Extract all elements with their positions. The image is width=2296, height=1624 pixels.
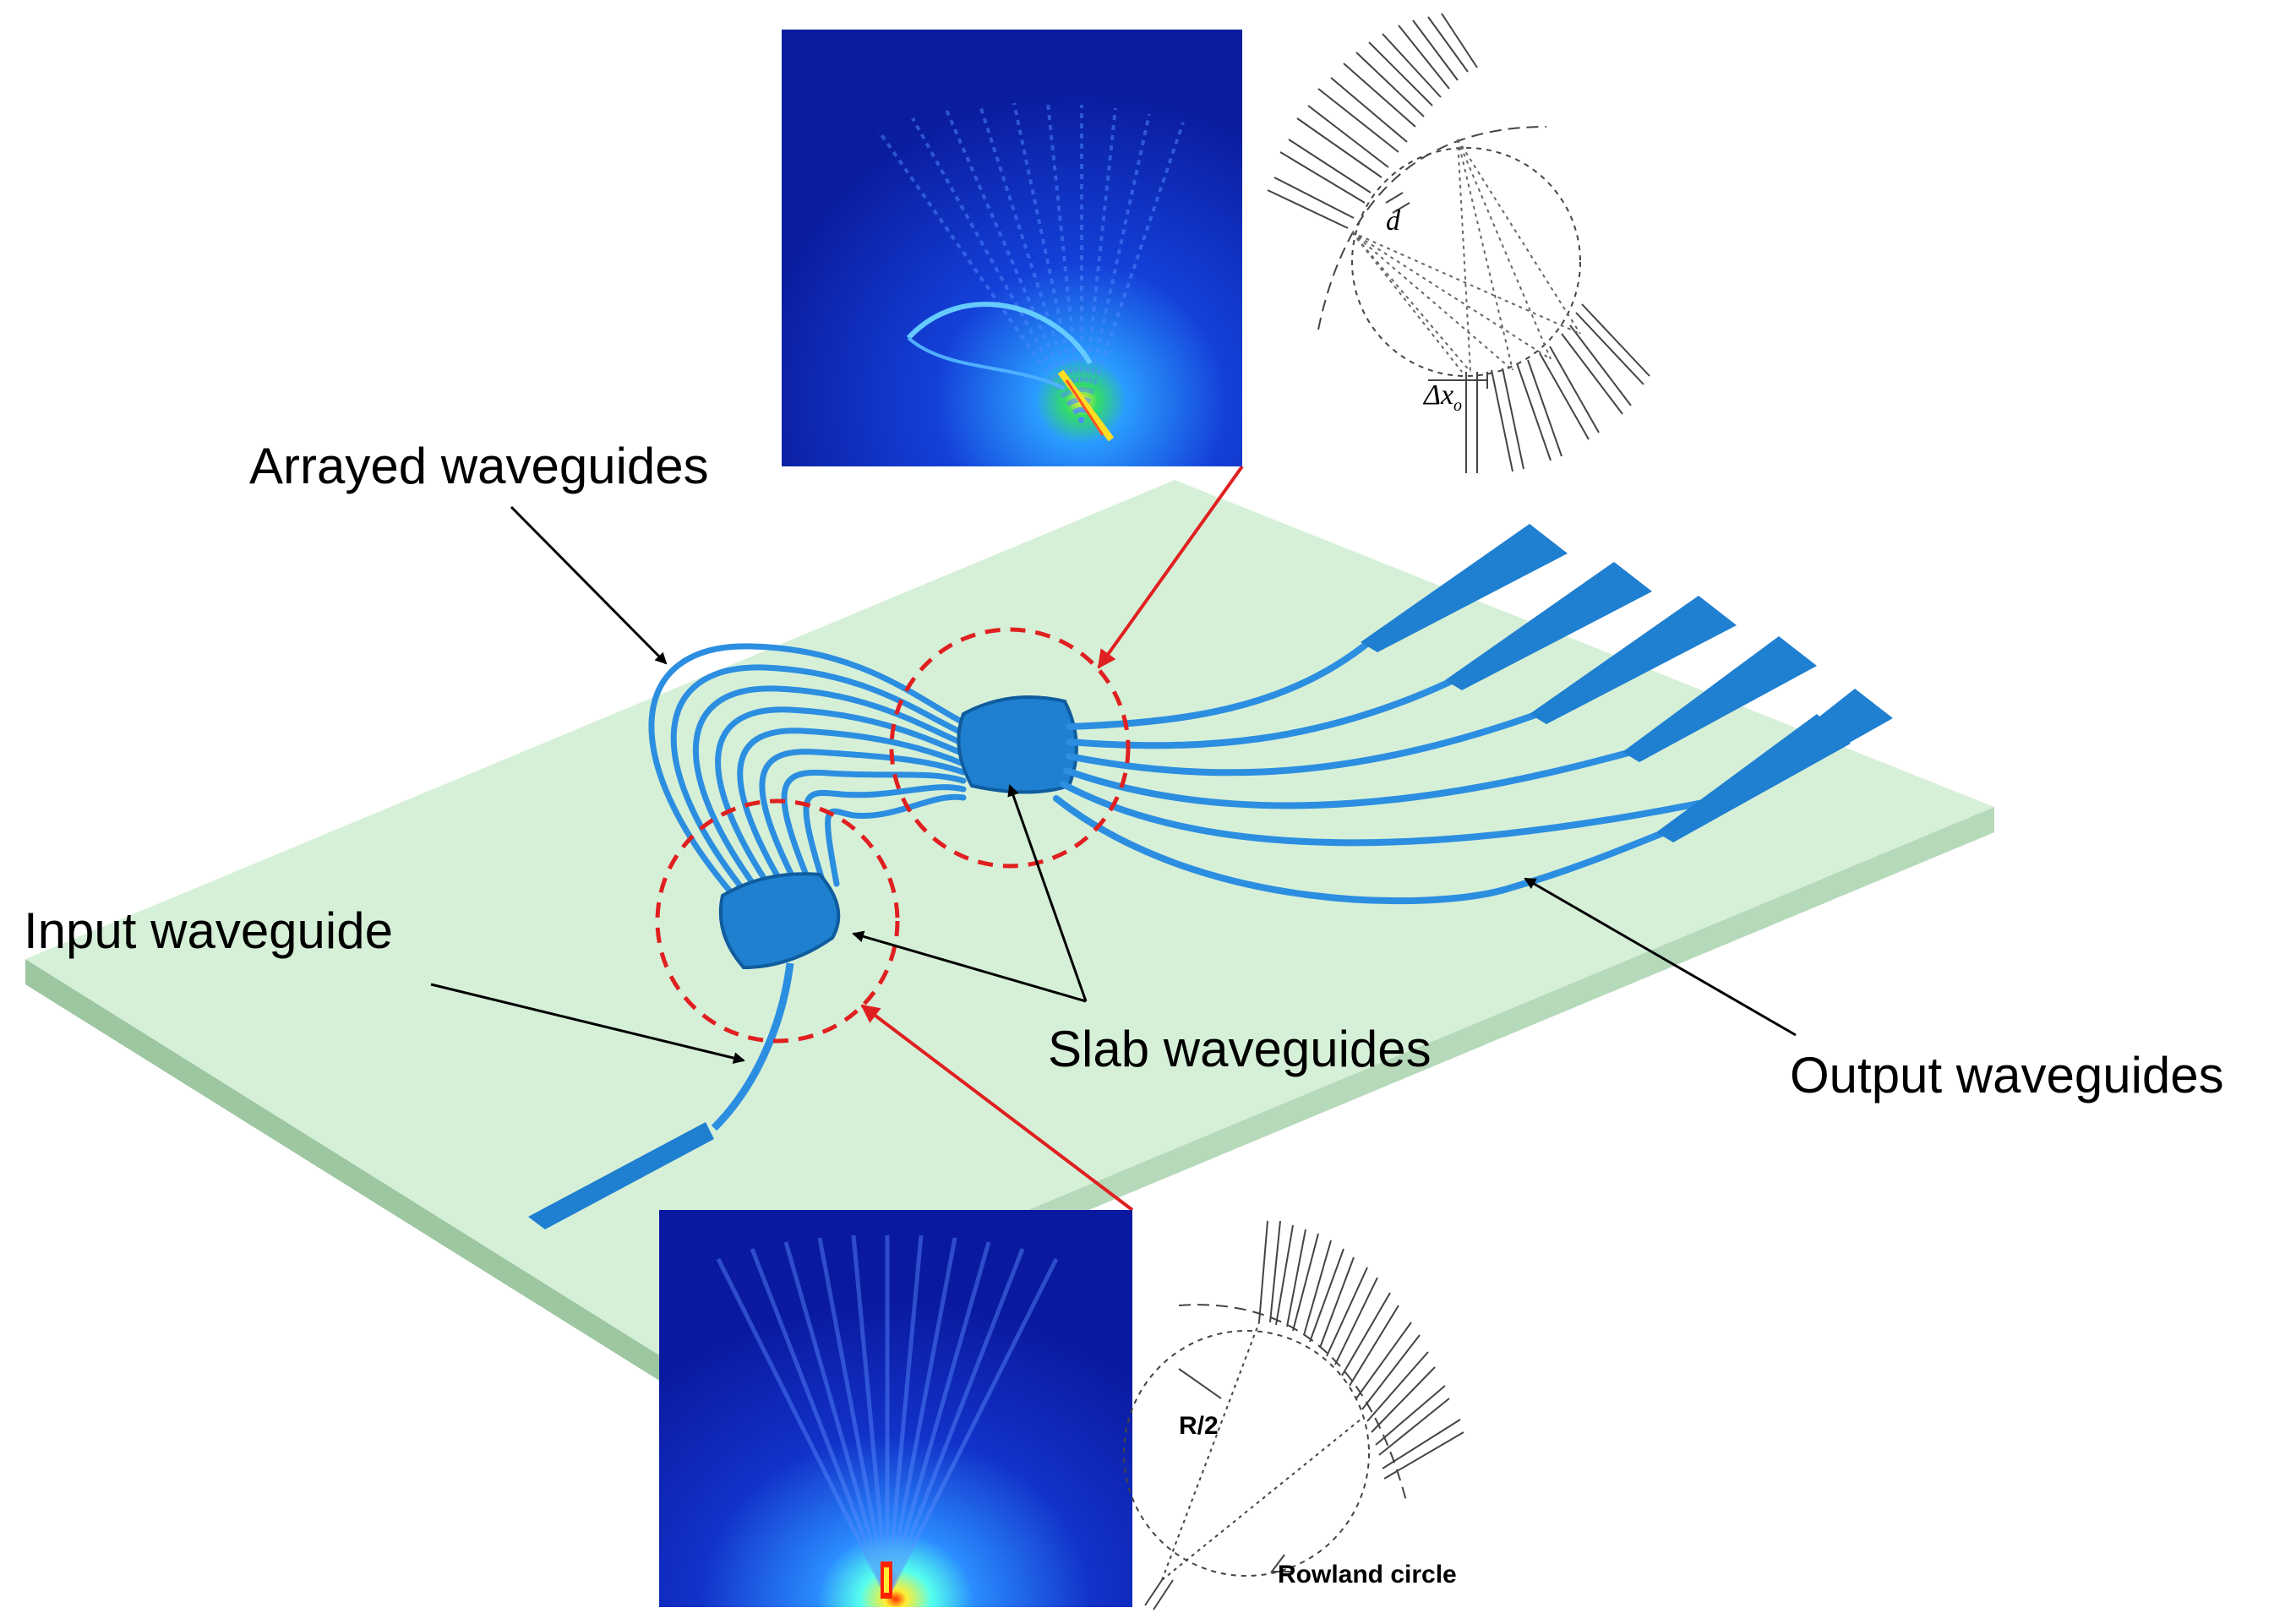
label-input-waveguide: Input waveguide: [24, 902, 393, 959]
arrow-output: [1524, 877, 1797, 1037]
schematic-bottom: [1123, 1220, 1464, 1610]
rowland-circle-top: [1351, 147, 1581, 377]
input-waveguide: [528, 962, 794, 1229]
arrow-input: [430, 983, 745, 1064]
input-taper: [528, 1122, 714, 1229]
output-taper: [1361, 524, 1568, 652]
arrayed-waveguide: [759, 749, 967, 892]
output-waveguide: [1063, 749, 1634, 809]
output-waveguides: [1053, 524, 1893, 905]
label-arrayed-waveguides: Arrayed waveguides: [249, 438, 709, 494]
substrate-top: [25, 480, 1994, 1360]
arrayed-waveguide: [781, 769, 967, 891]
arrayed-waveguides: [648, 643, 967, 901]
output-taper: [1622, 636, 1817, 762]
output-waveguide: [1053, 795, 1668, 905]
arrow-slab-upper: [1007, 784, 1088, 1002]
arrow-slab-lower: [852, 930, 1087, 1003]
output-waveguide: [1066, 677, 1457, 749]
callout-circle-lower: [655, 798, 900, 1044]
delta-symbol: Δxo: [1422, 379, 1462, 415]
input-waveguide-path: [711, 962, 794, 1131]
label-output-waveguides: Output waveguides: [1790, 1047, 2224, 1104]
schematic-top: [1267, 13, 1650, 473]
slab-waveguides: [718, 695, 1078, 970]
pitch-symbol: d: [1386, 205, 1401, 237]
slab-waveguide-upper: [957, 695, 1078, 794]
rowland-circle-bottom: [1123, 1330, 1370, 1577]
arrayed-waveguide: [803, 784, 967, 889]
arrayed-waveguide: [825, 793, 967, 887]
substrate-side-left: [25, 959, 668, 1386]
output-taper: [1656, 714, 1851, 842]
callout-circle-upper: [889, 627, 1131, 869]
output-waveguide: [1066, 639, 1372, 730]
red-arrow-upper: [1097, 465, 1244, 669]
slab-waveguide-lower: [718, 872, 841, 970]
output-taper: [1445, 562, 1652, 690]
arrow-arrayed: [510, 505, 668, 665]
arrayed-waveguide: [670, 664, 967, 899]
rowland-circle-label: Rowland circle: [1278, 1561, 1457, 1589]
field-inset-bottom: [659, 1210, 1132, 1607]
arrayed-waveguide: [737, 728, 967, 894]
arrayed-waveguide: [692, 685, 967, 897]
red-arrow-lower: [860, 1004, 1134, 1212]
annotation-arrows: [430, 505, 1797, 1064]
label-slab-waveguides: Slab waveguides: [1048, 1021, 1432, 1077]
half-radius-label: R/2: [1179, 1412, 1219, 1440]
output-taper: [1530, 596, 1737, 724]
arrayed-waveguide: [715, 706, 967, 896]
field-inset-top: [782, 30, 1242, 466]
output-waveguide: [1060, 781, 1727, 847]
output-waveguide: [1066, 711, 1541, 777]
